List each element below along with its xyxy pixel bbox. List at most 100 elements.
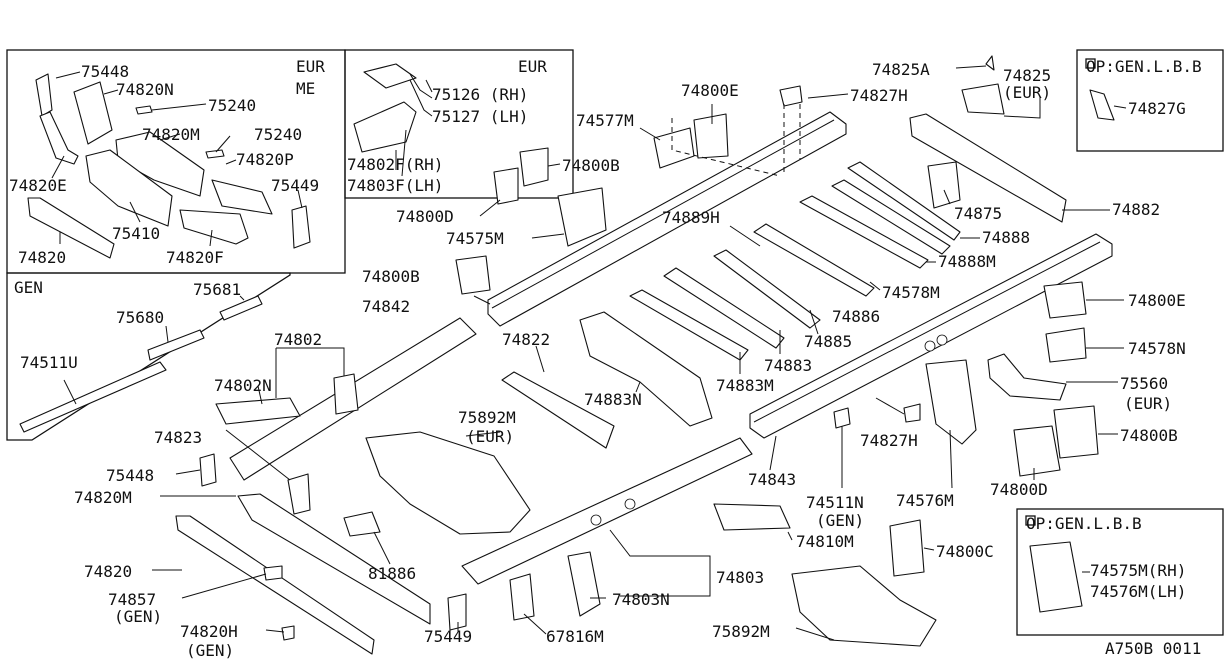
bracket-74800c — [889, 519, 925, 577]
label-option-bottom: OP:GEN.L.B.B — [1026, 514, 1142, 533]
bracket-74803n — [567, 551, 601, 617]
label-74511n-gen: (GEN) — [816, 511, 864, 530]
side-74820n — [73, 81, 113, 145]
label-74800e: 74800E — [1128, 291, 1186, 310]
label-74578n: 74578N — [1128, 339, 1186, 358]
label-74886: 74886 — [832, 307, 880, 326]
clip-75240b — [205, 149, 225, 159]
label-74578m: 74578M — [882, 283, 940, 302]
cross-74885 — [713, 249, 821, 329]
label-74511u: 74511U — [20, 353, 78, 372]
label-74843: 74843 — [748, 470, 796, 489]
label-75240: 75240 — [208, 96, 256, 115]
label-75560: 75560 — [1120, 374, 1168, 393]
label-74883m: 74883M — [716, 376, 774, 395]
label-74576m: 74576M — [896, 491, 954, 510]
label-75680: 75680 — [116, 308, 164, 327]
plate-75681 — [219, 295, 263, 321]
gen-box — [6, 272, 291, 441]
bracket-75448 — [199, 453, 217, 487]
label-74857-gen: (GEN) — [114, 607, 162, 626]
label-74575m: 74575M — [446, 229, 504, 248]
label-74823: 74823 — [154, 428, 202, 447]
bumper-74820f — [179, 209, 249, 245]
option-marker-bottom — [1025, 515, 1036, 526]
label-74803n: 74803N — [612, 590, 670, 609]
label-eur: EUR — [296, 57, 325, 76]
rail-75680 — [147, 329, 205, 361]
label-67816m: 67816M — [546, 627, 604, 646]
diagram-code: A750B 0011 — [1105, 639, 1201, 658]
label-74827g: 74827G — [1128, 99, 1186, 118]
bracket-74827g — [1089, 89, 1115, 121]
member-74882 — [909, 113, 1067, 223]
gen-parts — [19, 295, 263, 433]
option-box-bottom — [1016, 508, 1224, 636]
label-gen: GEN — [14, 278, 43, 297]
label-74820: 74820 — [18, 248, 66, 267]
label-75892m-eur: (EUR) — [466, 427, 514, 446]
pan-75892m — [791, 565, 937, 647]
member-74843 — [749, 233, 1113, 439]
label-74820e: 74820E — [9, 176, 67, 195]
bolt-74825a — [985, 55, 995, 71]
bracket-74800d-right — [1013, 425, 1061, 477]
label-eur: EUR — [518, 57, 547, 76]
member-74842 — [487, 111, 847, 327]
pan-75892m-eur — [365, 431, 531, 535]
label-74820m: 74820M — [74, 488, 132, 507]
label-74800e: 74800E — [681, 81, 739, 100]
main-frame — [175, 55, 1115, 655]
plate-81886 — [343, 511, 381, 537]
label-74825-eur: (EUR) — [1003, 83, 1051, 102]
label-74820f: 74820F — [166, 248, 224, 267]
bracket-74802 — [333, 373, 359, 415]
label-74889h: 74889H — [662, 208, 720, 227]
label-74825: 74825 — [1003, 66, 1051, 85]
label-74820h: 74820H — [180, 622, 238, 641]
bracket-74810m — [713, 503, 791, 531]
cross-74886 — [753, 223, 875, 297]
bracket-74575m-opt — [1029, 541, 1083, 613]
clip-74511n — [833, 407, 851, 429]
bracket-74802n — [215, 397, 301, 425]
label-74883: 74883 — [764, 356, 812, 375]
label-74575m-rh: 74575M(RH) — [1090, 561, 1186, 580]
label-74822: 74822 — [502, 330, 550, 349]
clip-74827h — [779, 85, 803, 107]
label-75892m: 75892M — [712, 622, 770, 641]
label-74511n: 74511N — [806, 493, 864, 512]
label-74842: 74842 — [362, 297, 410, 316]
label-74827h: 74827H — [850, 86, 908, 105]
label-74875: 74875 — [954, 204, 1002, 223]
label-74802: 74802 — [274, 330, 322, 349]
label-75448: 75448 — [81, 62, 129, 81]
bracket-74800e-right — [1043, 281, 1087, 319]
label-75448: 75448 — [106, 466, 154, 485]
label-74803: 74803 — [716, 568, 764, 587]
label-74888: 74888 — [982, 228, 1030, 247]
pipe-75560 — [987, 353, 1067, 401]
bumper-74820 — [175, 515, 375, 655]
bracket-74802f — [353, 101, 417, 153]
leaders — [152, 65, 1127, 641]
label-74857: 74857 — [108, 590, 156, 609]
eur-parts — [353, 63, 433, 177]
bumper-74820 — [27, 197, 115, 259]
clip-74820h — [281, 625, 295, 641]
bracket-74575m — [557, 187, 607, 247]
label-74800b: 74800B — [562, 156, 620, 175]
label-74825a: 74825A — [872, 60, 930, 79]
bracket-74857 — [263, 565, 283, 581]
label-74800c: 74800C — [936, 542, 994, 561]
label-75127: 75127 (LH) — [432, 107, 528, 126]
member-74803 — [461, 437, 753, 585]
label-75449: 75449 — [271, 176, 319, 195]
bracket-74820e — [39, 111, 79, 165]
label-74820p: 74820P — [236, 150, 294, 169]
bracket-74577m — [653, 127, 695, 169]
label-74820m: 74820M — [142, 125, 200, 144]
dashed-guides — [671, 104, 801, 177]
label-75892m: 75892M — [458, 408, 516, 427]
